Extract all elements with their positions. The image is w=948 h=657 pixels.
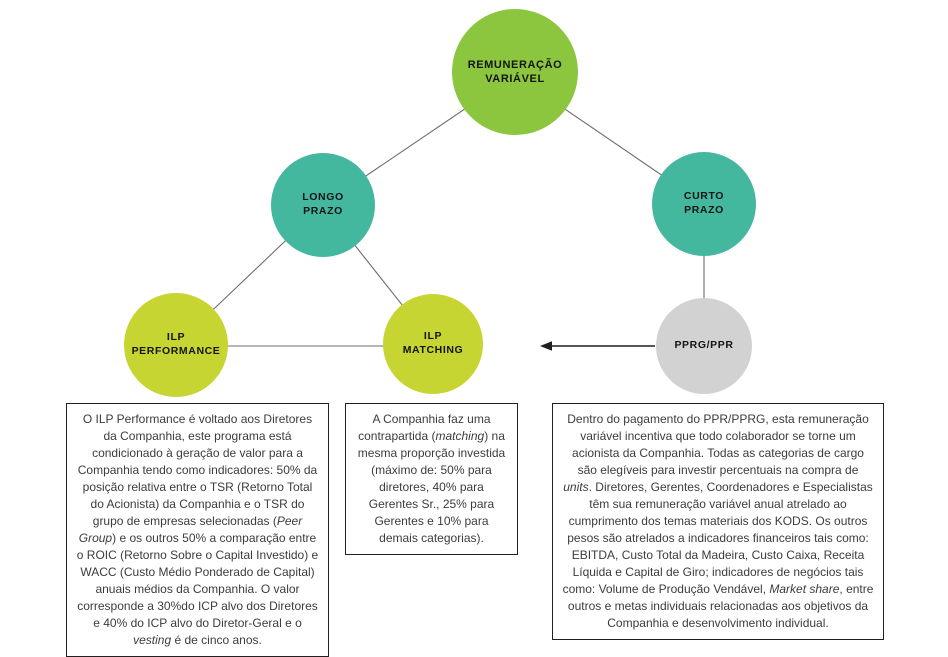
pprg-ppr-description: Dentro do pagamento do PPR/PPRG, esta re…	[552, 403, 884, 640]
node-ilp-performance-label: ILP PERFORMANCE	[131, 331, 221, 357]
node-pprg-ppr-label: PPRG/PPR	[674, 339, 734, 352]
node-curto-prazo: CURTO PRAZO	[652, 152, 756, 256]
node-curto-prazo-label: CURTO PRAZO	[683, 190, 725, 216]
ilp-performance-description: O ILP Performance é voltado aos Diretore…	[66, 403, 329, 657]
node-ilp-matching-label: ILP MATCHING	[402, 330, 464, 356]
node-pprg-ppr: PPRG/PPR	[656, 298, 752, 394]
node-longo-prazo: LONGO PRAZO	[271, 153, 375, 257]
node-remuneracao-variavel-label: REMUNERAÇÃO VARIÁVEL	[467, 58, 563, 85]
left-arrow-icon	[540, 341, 655, 351]
node-ilp-performance: ILP PERFORMANCE	[124, 293, 228, 397]
node-ilp-matching: ILP MATCHING	[383, 294, 483, 394]
ilp-matching-description: A Companhia faz uma contrapartida (match…	[345, 403, 518, 555]
node-remuneracao-variavel: REMUNERAÇÃO VARIÁVEL	[452, 9, 578, 135]
node-longo-prazo-label: LONGO PRAZO	[302, 191, 344, 217]
